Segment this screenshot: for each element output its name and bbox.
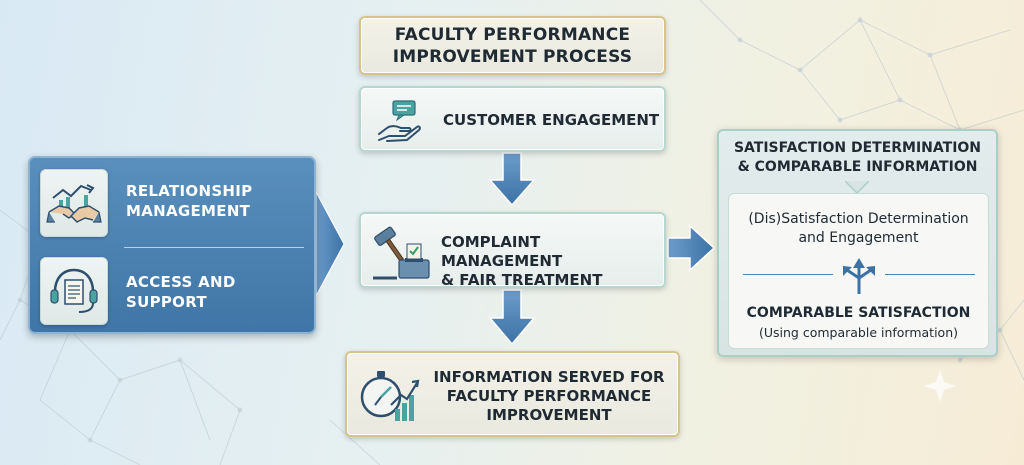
complaint-management-label: COMPLAINT MANAGEMENT & FAIR TREATMENT [441,233,664,290]
access-line1: ACCESS AND [126,273,236,291]
access-support-label: ACCESS AND SUPPORT [126,272,236,312]
relationship-line1: RELATIONSHIP [126,182,253,200]
relationship-tile [40,169,108,237]
satisfaction-title-line2: & COMPARABLE INFORMATION [737,159,978,175]
satisfaction-inner-box: (Dis)Satisfaction Determination and Enga… [728,193,989,349]
gavel-ballot-icon [373,226,430,280]
satisfaction-title-line1: SATISFACTION DETERMINATION [733,140,982,156]
left-panel: RELATIONSHIP MANAGEMENT ACCESS AND SUPPO… [28,156,316,334]
process-title-line1: FACULTY PERFORMANCE [394,24,631,45]
information-served-line2: FACULTY PERFORMANCE [446,387,652,405]
dissatisfaction-text: (Dis)Satisfaction Determination and Enga… [729,210,988,248]
relationship-line2: MANAGEMENT [126,202,251,220]
information-served-line1: INFORMATION SERVED FOR [433,368,665,386]
information-served-line3: IMPROVEMENT [486,406,612,424]
access-line2: SUPPORT [126,293,207,311]
information-served-box: INFORMATION SERVED FOR FACULTY PERFORMAN… [345,351,680,437]
inner-divider-right [885,274,975,275]
comparable-satisfaction-subtitle: (Using comparable information) [758,325,959,340]
comparable-satisfaction-title: COMPARABLE SATISFACTION [746,305,971,321]
left-panel-divider [124,247,304,248]
stopwatch-chart-icon [360,371,420,421]
branching-arrows-icon [843,258,875,294]
customer-engagement-label: CUSTOMER ENGAGEMENT [443,111,660,129]
access-support-tile [40,257,108,325]
relationship-management-label: RELATIONSHIP MANAGEMENT [126,181,252,221]
arrow-down-engagement-to-complaint [488,152,536,207]
arrow-right-complaint-to-satisfaction [667,224,716,272]
satisfaction-panel: SATISFACTION DETERMINATION & COMPARABLE … [717,129,998,357]
arrow-down-complaint-to-information [488,289,536,346]
chat-hand-icon [378,100,421,142]
complaint-management-box: COMPLAINT MANAGEMENT & FAIR TREATMENT [359,212,666,290]
dissatisfaction-line1: (Dis)Satisfaction Determination [748,211,969,227]
information-served-label: INFORMATION SERVED FOR FACULTY PERFORMAN… [429,368,669,425]
headset-document-icon [50,268,98,313]
process-title-box: FACULTY PERFORMANCE IMPROVEMENT PROCESS [359,16,666,75]
customer-engagement-box: CUSTOMER ENGAGEMENT [359,86,666,152]
satisfaction-panel-title: SATISFACTION DETERMINATION & COMPARABLE … [719,139,996,177]
complaint-management-line1: COMPLAINT MANAGEMENT [441,233,563,270]
handshake-chart-icon [46,184,102,223]
dissatisfaction-line2: and Engagement [798,230,919,246]
process-title-line2: IMPROVEMENT PROCESS [392,46,633,67]
complaint-management-line2: & FAIR TREATMENT [441,271,603,289]
arrow-right-leftpanel-to-complaint [315,191,345,297]
inner-divider-left [743,274,833,275]
